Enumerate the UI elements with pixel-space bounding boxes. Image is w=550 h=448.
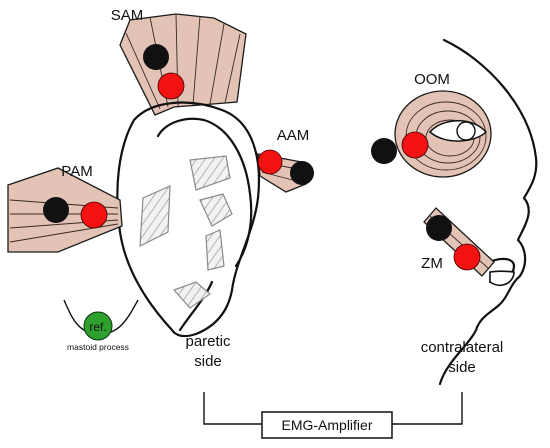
paretic-side-label-line1: paretic (185, 333, 231, 350)
ear-outer-helix (116, 101, 261, 338)
cartilage-patch (172, 281, 211, 309)
mastoid-process-label: mastoid process (67, 342, 129, 352)
paretic-connector (203, 392, 262, 425)
zm-electrode-active (453, 243, 481, 271)
teeth (489, 270, 515, 287)
zm-electrode-passive (426, 215, 452, 241)
oom-electrode-active (401, 131, 429, 159)
emg-amplifier-box (261, 411, 393, 439)
pam-label: PAM (61, 163, 92, 180)
contralateral-connector (392, 392, 463, 425)
cartilage-patch (139, 185, 171, 248)
contralateral-side-label-line2: side (448, 359, 476, 376)
ear (116, 101, 261, 338)
ear-earlobe (178, 280, 214, 332)
emg-amplifier-label: EMG-Amplifier (281, 417, 372, 433)
zm-label: ZM (421, 255, 443, 272)
sam-electrode-passive (143, 44, 169, 70)
aam-electrode-passive (290, 161, 314, 185)
cartilage-patch (205, 229, 225, 271)
cartilage-patch (189, 155, 231, 191)
sam-electrode-active (157, 72, 185, 100)
pam-electrode-active (80, 201, 108, 229)
sam-label: SAM (111, 7, 144, 24)
aam-label: AAM (277, 127, 310, 144)
sam-muscle (119, 13, 247, 116)
aam-electrode-active (257, 149, 283, 175)
face-profile (438, 38, 538, 386)
pam-electrode-passive (43, 197, 69, 223)
ear-inner-helix (156, 117, 253, 268)
paretic-side-label-line2: side (194, 353, 222, 370)
oom-label: OOM (414, 71, 450, 88)
reference-electrode-label: ref. (89, 320, 106, 334)
contralateral-side-label-line1: contralateral (421, 339, 504, 356)
reference-electrode (83, 311, 113, 341)
ear-cartilage (139, 155, 233, 309)
cartilage-patch (199, 193, 233, 227)
oom-electrode-passive (371, 138, 397, 164)
